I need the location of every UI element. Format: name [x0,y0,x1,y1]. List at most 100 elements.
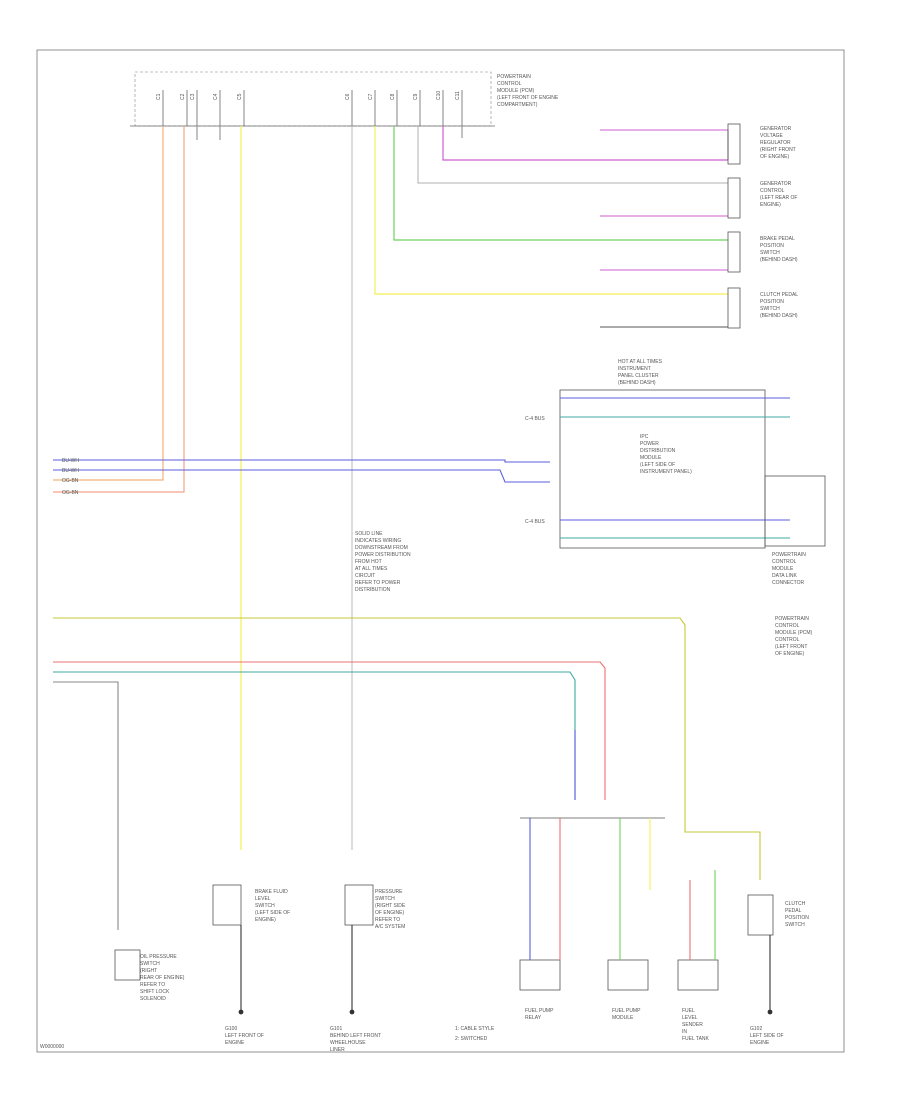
right-mid-line: CONTROL [775,637,800,643]
ipc-center: (LEFT SIDE OF [640,462,675,468]
right-component-4: POSITION [760,299,784,305]
ipc-center: INSTRUMENT PANEL) [640,469,692,475]
bottom-comp-fuel-level: SENDER [682,1022,703,1028]
wire-magenta-443 [442,126,728,161]
right-component-4: SWITCH [760,306,780,312]
ipc-title: PANEL CLUSTER [618,373,659,379]
diagram-border [36,49,845,1053]
bottom-comp-brake-fluid: BRAKE FLUID [255,889,288,895]
wire-teal-lower [53,671,576,800]
bottom-comp-oil: REFER TO [140,982,165,988]
wire-yellow-generator [374,126,728,295]
right-component-4: (BEHIND DASH) [760,313,798,319]
mid-note-line: DISTRIBUTION [355,587,391,593]
dlc-label: POWERTRAIN [772,552,806,558]
wire-pink-orange [53,126,185,493]
ground-label: G101 [330,1026,342,1032]
left-wire-label: OG-BN [62,490,79,496]
right-component-3: BRAKE PEDAL [760,236,795,242]
left-wire-label: OG-BN [62,478,79,484]
ipc-pin-left-top: C-4 BUS [525,416,545,422]
pin-label: C4 [213,93,219,100]
ipc-title: HOT AT ALL TIMES [618,359,663,365]
ipc-pin-left-bottom: C-4 BUS [525,519,545,525]
dlc-label: DATA LINK [772,573,797,579]
right-component-2: ENGINE) [760,202,781,208]
bottom-wires [240,818,771,1010]
bottom-comp-pressure: A/C SYSTEM [375,924,405,930]
bottom-comp-brake-fluid: ENGINE) [255,917,276,923]
ground-label: ENGINE [225,1040,245,1046]
right-mid-line: POWERTRAIN [775,616,809,622]
bottom-comp-fuel-module: MODULE [612,1015,634,1021]
wire-green-lower [53,617,761,880]
bottom-comp-oil: SOLENOID [140,996,166,1002]
bottom-comp-brake-fluid: (LEFT SIDE OF [255,910,290,916]
mid-note-line: FROM HOT [355,559,382,565]
bottom-comp-oil: OIL PRESSURE [140,954,177,960]
right-component-2: (LEFT REAR OF [760,195,797,201]
right-component-3: (BEHIND DASH) [760,257,798,263]
right-mid-line: OF ENGINE) [775,651,805,657]
ground-label: LINER [330,1047,345,1053]
ipc-center: POWER [640,441,659,447]
bottom-comp-pressure: (RIGHT SIDE [375,903,406,909]
pcm-label-1: POWERTRAIN [497,74,531,80]
pin-label: C1 [156,93,162,100]
right-mid-label: POWERTRAIN CONTROL MODULE (PCM) CONTROL … [775,616,813,657]
ground-label: ENGINE [750,1040,770,1046]
pin-label: C8 [390,93,396,100]
bottom-comp-fuel-relay: FUEL PUMP [525,1008,554,1014]
pin-label: C2 [180,93,186,100]
ground-label: LEFT FRONT OF [225,1033,264,1039]
bottom-comp-brake-fluid: SWITCH [255,903,275,909]
mid-note-line: POWER DISTRIBUTION [355,552,411,558]
pin-label: C5 [237,93,243,100]
pin-label: C9 [413,93,419,100]
ground-label: BEHIND LEFT FRONT [330,1033,381,1039]
mid-note-line: DOWNSTREAM FROM [355,545,408,551]
right-mid-line: MODULE (PCM) [775,630,813,636]
pcm-label-3: MODULE (PCM) [497,88,535,94]
right-component-1: VOLTAGE [760,133,784,139]
bottom-comp-clutch: POSITION [785,915,809,921]
pcm-label-2: CONTROL [497,81,522,87]
ground-label: LEFT SIDE OF [750,1033,784,1039]
bottom-comp-fuel-level: FUEL [682,1008,695,1014]
ground-label: G102 [750,1026,762,1032]
mid-note-line: SOLID LINE [355,531,383,537]
ground-label: G100 [225,1026,237,1032]
wire-orange [53,126,164,481]
bottom-comp-oil: REAR OF ENGINE) [140,975,185,981]
bottom-comp-fuel-level: FUEL TANK [682,1036,710,1042]
legend-line-2: 2: SWITCHED [455,1036,488,1042]
left-bus-wires [53,459,550,483]
bottom-comp-brake-fluid: LEVEL [255,896,271,902]
right-component-1: REGULATOR [760,140,791,146]
bottom-comp-clutch: PEDAL [785,908,802,914]
pin-label: C11 [455,91,461,100]
left-wire-label: BU-WH [62,458,79,464]
ipc-box: HOT AT ALL TIMES INSTRUMENT PANEL CLUSTE… [525,359,826,586]
right-component-4: CLUTCH PEDAL [760,292,798,298]
pcm-pins [162,90,463,126]
bottom-comp-fuel-level: LEVEL [682,1015,698,1021]
wire-gray-418 [417,126,728,184]
dlc-label: CONTROL [772,559,797,565]
bottom-comp-clutch: CLUTCH [785,901,806,907]
bottom-comp-pressure: REFER TO [375,917,400,923]
pin-label: C3 [190,93,196,100]
right-feeds [600,129,729,328]
mid-note-line: AT ALL TIMES [355,566,388,572]
bottom-comp-fuel-module: FUEL PUMP [612,1008,641,1014]
ipc-title: INSTRUMENT [618,366,651,372]
ipc-center: IPC [640,434,649,440]
pin-label: C6 [345,93,351,100]
bottom-comp-pressure: SWITCH [375,896,395,902]
dlc-label: MODULE [772,566,794,572]
bottom-comp-fuel-level: IN [682,1029,687,1035]
pin-label: C10 [436,91,442,100]
pin-label: C7 [368,93,374,100]
ipc-title: (BEHIND DASH) [618,380,656,386]
